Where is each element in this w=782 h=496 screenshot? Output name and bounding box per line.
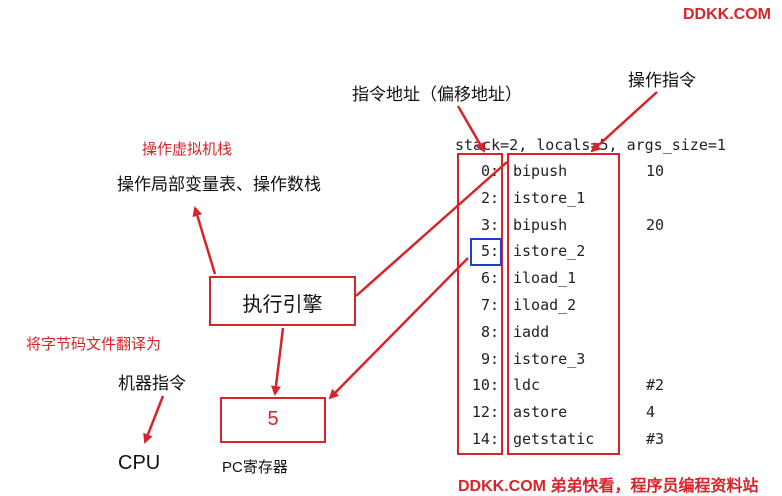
arrow-opcode-label-to-column (590, 91, 658, 153)
bytecode-offset: 8: (480, 322, 499, 341)
bytecode-instruction: iadd (513, 322, 550, 341)
pc-value: 5 (267, 408, 279, 430)
arrow-engine-to-bytecode (355, 161, 508, 297)
bytecode-offset: 9: (480, 349, 499, 368)
bytecode-argument: 4 (646, 403, 656, 422)
bytecode-instruction: istore_2 (513, 242, 586, 261)
arrow-engine-to-pc (270, 327, 285, 396)
bytecode-offset: 6: (480, 269, 499, 288)
arrow-address-label-to-column (456, 105, 486, 153)
bytecode-offset: 10: (471, 376, 499, 395)
bytecode-argument: 20 (646, 215, 665, 234)
bytecode-argument: #2 (646, 376, 665, 395)
cpu-label: CPU (118, 452, 161, 474)
bytecode-instruction: istore_3 (513, 349, 586, 368)
watermark-bottom: DDKK.COM 弟弟快看，程序员编程资料站 (458, 478, 759, 495)
watermark-top: DDKK.COM (683, 6, 771, 23)
opcode-label: 操作指令 (628, 71, 696, 91)
bytecode-offset: 12: (471, 403, 499, 422)
operate-vm-stack-note: 操作虚拟机栈 (142, 140, 233, 158)
current-offset-highlight (470, 238, 502, 266)
bytecode-offset: 0: (480, 162, 499, 180)
bytecode-instruction: ldc (513, 376, 541, 395)
operate-locals-label: 操作局部变量表、操作数栈 (117, 175, 321, 195)
bytecode-argument: 10 (646, 162, 665, 180)
instruction-address-label: 指令地址（偏移地址） (352, 85, 522, 105)
bytecode-instruction: bipush (513, 162, 568, 180)
bytecode-offset: 14: (471, 430, 499, 448)
bytecode-instruction: iload_2 (513, 296, 577, 314)
arrow-engine-to-stack (192, 206, 217, 275)
bytecode-argument: #3 (646, 430, 665, 448)
bytecode-offset: 5: (480, 242, 499, 261)
machine-instructions-label: 机器指令 (118, 374, 186, 394)
translate-note: 将字节码文件翻译为 (26, 335, 162, 353)
instruction-column-box (507, 153, 620, 455)
bytecode-header: stack=2, locals=5, args_size=1 (455, 136, 726, 154)
bytecode-instruction: bipush (513, 215, 568, 234)
bytecode-instruction: getstatic (513, 430, 595, 448)
bytecode-instruction: iload_1 (513, 269, 577, 288)
offset-column-box (457, 153, 503, 455)
execution-engine-box: 执行引擎 (209, 276, 356, 326)
bytecode-offset: 7: (480, 296, 499, 314)
pc-register-label: PC寄存器 (222, 459, 288, 476)
arrow-machine-to-cpu (143, 395, 165, 444)
pc-register-box: 5 (220, 397, 326, 443)
execution-engine-label: 执行引擎 (242, 292, 323, 316)
bytecode-instruction: astore (513, 403, 568, 422)
bytecode-instruction: istore_1 (513, 188, 586, 207)
arrow-pc-to-offset (328, 257, 469, 400)
bytecode-offset: 3: (480, 215, 499, 234)
bytecode-offset: 2: (480, 188, 499, 207)
